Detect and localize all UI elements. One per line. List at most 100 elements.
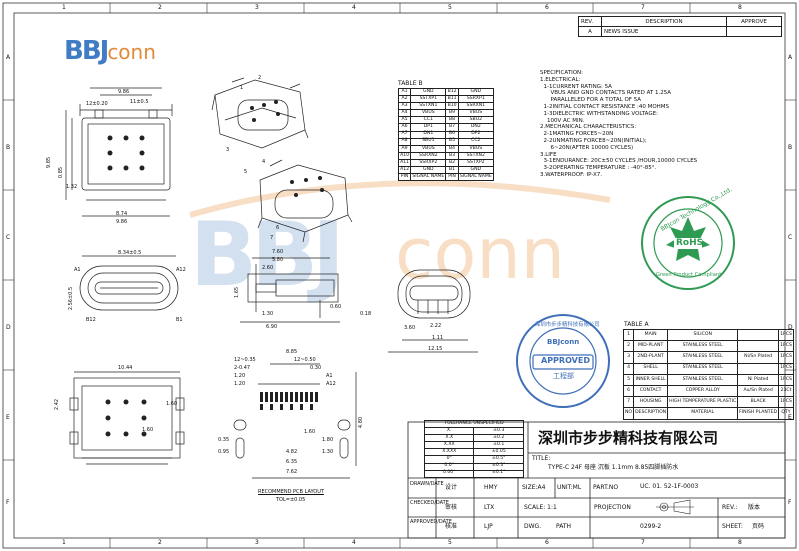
- col-label: 6: [545, 4, 549, 11]
- table-b-cell: B3: [445, 151, 459, 160]
- dim-label: 1.30: [262, 311, 274, 317]
- company-name: 深圳市步步精科技有限公司: [538, 429, 719, 447]
- table-a-cell: 1PCS: [778, 362, 794, 375]
- table-a-cell: 1: [622, 328, 635, 342]
- dim-label: 9.86: [118, 89, 130, 95]
- table-a-cell: 1PCS: [778, 328, 794, 342]
- table-b-cell: A9: [397, 144, 412, 153]
- dim-label: 5.80: [272, 257, 284, 263]
- tolerance-row: X.XX±0.1: [423, 441, 524, 450]
- dim-label: A1: [74, 267, 81, 273]
- revision-table: REV. DESCRIPTION APPROVE A NEWS ISSUE: [578, 16, 782, 37]
- rev-value: 版本: [748, 504, 761, 511]
- dim-label: 0.60: [330, 304, 342, 310]
- tolerance-label: 0.00°: [423, 469, 475, 478]
- rev-cell: [726, 26, 782, 37]
- table-b-cell: VBUS: [410, 144, 447, 153]
- tolerance-value: ±0.2: [473, 434, 524, 443]
- table-a-cell: QTY: [778, 407, 794, 420]
- dim-label: 1.80: [322, 437, 334, 443]
- table-b-cell: SSTXP1: [410, 95, 447, 104]
- top-view: [65, 87, 173, 217]
- dim-label: 9.86: [116, 219, 128, 225]
- dim-label: 11±0.5: [130, 99, 149, 105]
- approved-stamp-text: 深圳市步步精科技有限公司 BBJconn APPROVED 工程部: [517, 315, 609, 407]
- callout: 1: [240, 85, 244, 91]
- rev-cell: A: [578, 26, 602, 37]
- spec-line: 3.WATERPROOF: IP-X7.: [540, 171, 603, 178]
- spec-line: VBUS AND GND CONTACTS RATED AT 1.25A: [540, 90, 672, 97]
- dim-label: 7.62: [286, 469, 298, 475]
- table-a-cell: 23Ct: [778, 384, 794, 398]
- drawn-label: DRAWN/DATE: [410, 481, 444, 487]
- spec-line: 2-2UNMATING FORCE8~20N(INITIAL);: [540, 137, 647, 144]
- dim-label: 2.56±0.5: [68, 286, 75, 311]
- sheet-value: 页码: [752, 523, 765, 530]
- table-a-cell: [737, 362, 780, 375]
- projection-label: PROJECTION: [594, 504, 631, 511]
- row-label: B: [788, 144, 793, 151]
- logo-conn: conn: [107, 40, 156, 64]
- table-b-cell: SIGNAL NAME: [410, 173, 447, 182]
- dim-label: 1.20: [234, 381, 246, 387]
- dim-label: 8.74: [116, 211, 128, 217]
- col-label: 8: [738, 4, 742, 11]
- col-label: 8: [738, 539, 742, 546]
- dim-label: B1: [176, 317, 183, 323]
- rev-label: REV.:: [722, 504, 738, 511]
- table-a-cell: 2: [622, 340, 635, 353]
- col-label: 2: [158, 4, 162, 11]
- rohs-center: RoHS: [676, 238, 704, 248]
- table-b-cell: VBUS: [410, 109, 447, 118]
- approved-label: APPROVED/DATE: [410, 519, 452, 525]
- table-b-cell: PIN: [397, 173, 412, 182]
- table-b-cell: CC1: [410, 116, 447, 125]
- table-b-cell: SBU1: [410, 137, 447, 146]
- dim-label: 6.35: [286, 459, 298, 465]
- spec-line: PARALLELED FOR A TOTAL OF 5A: [540, 97, 641, 104]
- spec-line: 3.LIFE: [540, 151, 557, 158]
- table-b-cell: B7: [445, 123, 459, 132]
- tolerance-label: X.XXX: [423, 448, 475, 457]
- pcb-pads: [260, 392, 318, 410]
- table-a-cell: 2ND-PLANT: [633, 351, 669, 364]
- title-block-frame: [407, 421, 786, 539]
- col-label: 5: [448, 539, 452, 546]
- dim-label: 1.65: [234, 286, 241, 299]
- dim-label: 12~0.50: [294, 357, 316, 363]
- approved-sub: 工程部: [553, 372, 574, 380]
- table-b-cell: A1: [397, 87, 412, 97]
- dim-label: B12: [86, 317, 96, 323]
- table-b-cell: A12: [397, 166, 412, 175]
- tolerance-row: X.XXX±0.05: [423, 448, 524, 457]
- dim-label: A12: [176, 267, 186, 273]
- side-view: [240, 257, 340, 323]
- table-b-cell: B5: [445, 137, 459, 146]
- table-a-title: TABLE A: [624, 321, 649, 328]
- table-b-title: TABLE B: [398, 80, 423, 87]
- table-a-cell: STAINLESS STEEL: [667, 351, 739, 364]
- table-b-cell: SBU2: [457, 116, 495, 125]
- table-a-cell: BLACK: [737, 396, 780, 409]
- pcb-layout: [233, 363, 357, 479]
- dim-label: 12.15: [428, 346, 443, 352]
- table-b-cell: B12: [445, 87, 459, 97]
- table-a-cell: 1PCS: [778, 373, 794, 386]
- scale-label: SCALE: 1:1: [524, 504, 557, 511]
- table-b-cell: DP1: [410, 123, 447, 132]
- table-b-cell: SSRXN1: [457, 102, 495, 111]
- table-b-cell: A8: [397, 137, 412, 146]
- iso-view-2-holes: [290, 176, 324, 197]
- table-b-cell: SSTXP2: [457, 158, 495, 168]
- table-b-cell: A3: [397, 102, 412, 111]
- spec-line: 1.ELECTRICAL:: [540, 76, 581, 83]
- dim-label: 12±0.20: [86, 101, 108, 107]
